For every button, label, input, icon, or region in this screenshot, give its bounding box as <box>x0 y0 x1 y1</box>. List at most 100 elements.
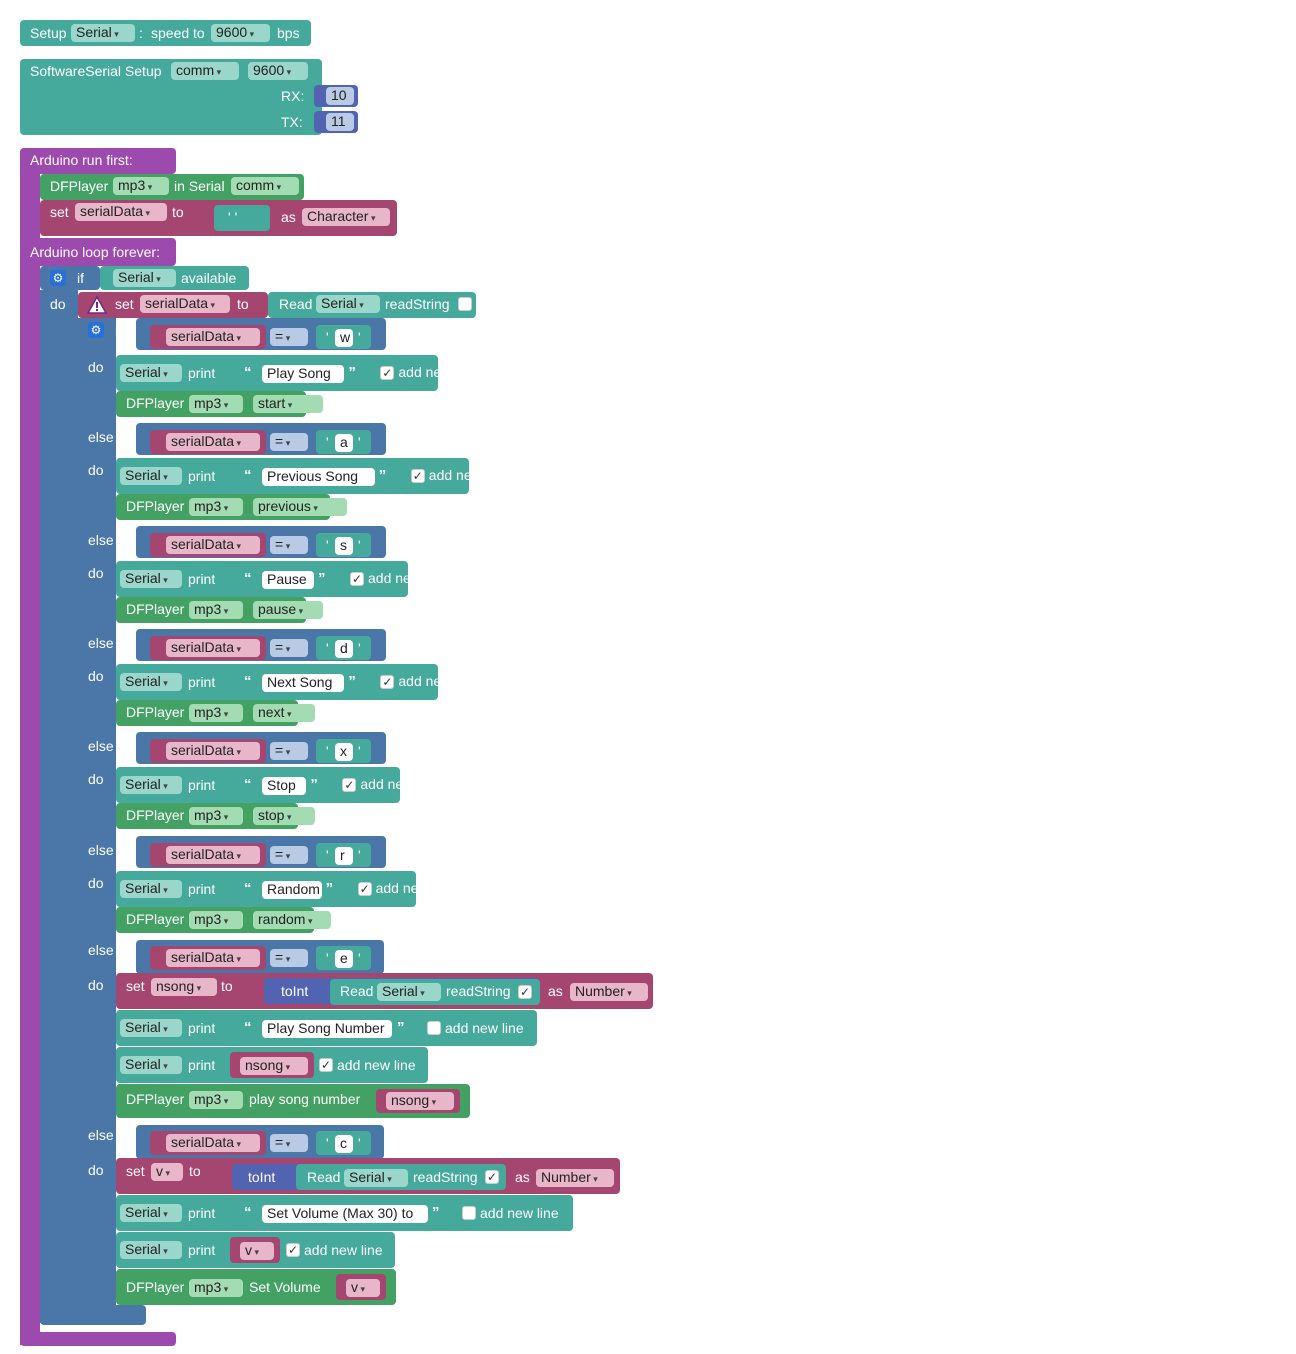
dfplayer-mp3-dropdown-c[interactable]: mp3 <box>189 1279 243 1297</box>
if-chain-bottom[interactable] <box>78 1302 108 1320</box>
newline-checkbox-4[interactable]: ✓ <box>342 778 357 792</box>
inner-if-gear[interactable]: ⚙ <box>88 322 104 338</box>
print-serial-dropdown-c1[interactable]: Serial <box>120 1204 182 1222</box>
equals-dropdown-4[interactable]: = <box>270 742 308 760</box>
dfplayer-mp3-dropdown-5[interactable]: mp3 <box>189 911 243 929</box>
print-serial-dropdown-3[interactable]: Serial <box>120 673 182 691</box>
v-var-dropdown[interactable]: v <box>151 1163 183 1181</box>
dfplayer-mp3-dropdown-3[interactable]: mp3 <box>189 704 243 722</box>
read-serial-dropdown-c[interactable]: Serial <box>344 1169 408 1187</box>
print-serial-dropdown-1[interactable]: Serial <box>120 467 182 485</box>
char-value-4[interactable]: x <box>335 743 353 761</box>
newline-checkbox-c2[interactable]: ✓ <box>286 1243 300 1257</box>
char-value-e[interactable]: e <box>335 950 353 968</box>
dfplayer-action-dropdown-2[interactable]: pause <box>253 601 323 619</box>
serial-available-dropdown[interactable]: Serial <box>113 269 176 287</box>
message-text-3[interactable]: Next Song <box>262 674 345 692</box>
char-literal-block[interactable] <box>214 205 270 231</box>
serial-dropdown[interactable]: Serial <box>71 24 135 42</box>
char-value-3[interactable]: d <box>335 640 353 658</box>
dfplayer-mp3-dropdown-1[interactable]: mp3 <box>189 498 243 516</box>
dfplayer-action-dropdown-3[interactable]: next <box>253 704 315 722</box>
equals-dropdown-1[interactable]: = <box>270 433 308 451</box>
nsong-var-dropdown[interactable]: nsong <box>151 978 217 996</box>
equals-dropdown-5[interactable]: = <box>270 846 308 864</box>
readstring-checkbox-e[interactable]: ✓ <box>518 985 532 999</box>
tx-value[interactable]: 11 <box>326 113 354 131</box>
print-serial-dropdown-c2[interactable]: Serial <box>120 1241 182 1259</box>
if-available-block[interactable] <box>40 266 100 290</box>
v-get-dropdown-c2[interactable]: v <box>240 1242 274 1260</box>
dfplayer-mp3-dropdown-0[interactable]: mp3 <box>189 395 243 413</box>
serialdata-var-dropdown[interactable]: serialData <box>75 203 167 221</box>
newline-checkbox-e1[interactable] <box>427 1021 441 1035</box>
char-value-1[interactable]: a <box>335 434 353 452</box>
serialdata-get-dropdown-3[interactable]: serialData <box>166 639 260 657</box>
arduino-run-first-header[interactable] <box>20 148 176 174</box>
dfplayer-mp3-dropdown-4[interactable]: mp3 <box>189 807 243 825</box>
nsong-get-dropdown-e3[interactable]: nsong <box>386 1092 454 1110</box>
dfplayer-action-dropdown-0[interactable]: start <box>253 395 323 413</box>
read-serial-dropdown-e[interactable]: Serial <box>377 983 441 1001</box>
serialdata-get-dropdown-2[interactable]: serialData <box>166 536 260 554</box>
serialdata-get-dropdown-1[interactable]: serialData <box>166 433 260 451</box>
dfplayer-mp3-dropdown-e[interactable]: mp3 <box>189 1091 243 1109</box>
number-type-dropdown-c[interactable]: Number <box>536 1169 614 1187</box>
newline-checkbox-1[interactable]: ✓ <box>410 469 425 483</box>
if-available-gear[interactable]: ⚙ <box>50 270 66 286</box>
warning-icon[interactable] <box>86 295 108 314</box>
char-value-0[interactable]: w <box>335 329 353 347</box>
print-serial-dropdown-0[interactable]: Serial <box>120 364 182 382</box>
message-text-e1[interactable]: Play Song Number <box>262 1020 392 1038</box>
serialdata-get-dropdown-0[interactable]: serialData <box>166 328 260 346</box>
equals-dropdown-e[interactable]: = <box>270 949 308 967</box>
message-text-0[interactable]: Play Song <box>262 365 345 383</box>
serialdata-var-dropdown-2[interactable]: serialData <box>140 295 230 313</box>
print-serial-dropdown-4[interactable]: Serial <box>120 776 182 794</box>
dfplayer-action-dropdown-1[interactable]: previous <box>253 498 347 516</box>
print-serial-dropdown-e1[interactable]: Serial <box>120 1019 182 1037</box>
newline-checkbox-e2[interactable]: ✓ <box>319 1058 333 1072</box>
serialdata-get-dropdown-4[interactable]: serialData <box>166 742 260 760</box>
nsong-get-dropdown-e2[interactable]: nsong <box>240 1057 308 1075</box>
newline-checkbox-0[interactable]: ✓ <box>380 366 395 380</box>
equals-dropdown-0[interactable]: = <box>270 328 308 346</box>
arduino-bottom-cap[interactable] <box>20 1332 176 1346</box>
equals-dropdown-c[interactable]: = <box>270 1134 308 1152</box>
message-text-4[interactable]: Stop <box>262 777 307 795</box>
equals-dropdown-2[interactable]: = <box>270 536 308 554</box>
arduino-loop-header[interactable] <box>20 238 176 266</box>
dfplayer-action-dropdown-5[interactable]: random <box>253 911 331 929</box>
read-serial-dropdown[interactable]: Serial <box>316 295 380 313</box>
dfplayer-action-dropdown-4[interactable]: stop <box>253 807 315 825</box>
rx-value[interactable]: 10 <box>326 87 354 105</box>
comm-dropdown[interactable]: comm <box>231 177 299 195</box>
newline-checkbox-2[interactable]: ✓ <box>350 572 364 586</box>
char-value-5[interactable]: r <box>335 847 353 865</box>
mp3-dropdown[interactable]: mp3 <box>113 177 169 195</box>
message-text-1[interactable]: Previous Song <box>262 468 375 486</box>
message-text-c1[interactable]: Set Volume (Max 30) to <box>262 1205 428 1223</box>
newline-checkbox-5[interactable]: ✓ <box>357 882 372 896</box>
print-serial-dropdown-5[interactable]: Serial <box>120 880 182 898</box>
speed-dropdown[interactable]: 9600 <box>211 24 270 42</box>
readstring-checkbox-c[interactable]: ✓ <box>485 1170 499 1184</box>
dfplayer-mp3-dropdown-2[interactable]: mp3 <box>189 601 243 619</box>
char-value-2[interactable]: s <box>335 537 353 555</box>
softserial-name-dropdown[interactable]: comm <box>171 62 239 80</box>
equals-dropdown-3[interactable]: = <box>270 639 308 657</box>
serialdata-get-dropdown-e[interactable]: serialData <box>166 949 260 967</box>
print-serial-dropdown-2[interactable]: Serial <box>120 570 182 588</box>
number-type-dropdown-e[interactable]: Number <box>570 983 648 1001</box>
serialdata-get-dropdown-c[interactable]: serialData <box>166 1134 260 1152</box>
serialdata-get-dropdown-5[interactable]: serialData <box>166 846 260 864</box>
print-serial-dropdown-e2[interactable]: Serial <box>120 1056 182 1074</box>
char-value-c[interactable]: c <box>335 1135 353 1153</box>
message-text-2[interactable]: Pause <box>262 571 314 589</box>
readstring-checkbox[interactable] <box>458 297 472 311</box>
newline-checkbox-3[interactable]: ✓ <box>380 675 395 689</box>
v-get-dropdown-c3[interactable]: v <box>346 1279 380 1297</box>
softserial-baud-dropdown[interactable]: 9600 <box>248 62 308 80</box>
newline-checkbox-c1[interactable] <box>462 1206 476 1220</box>
